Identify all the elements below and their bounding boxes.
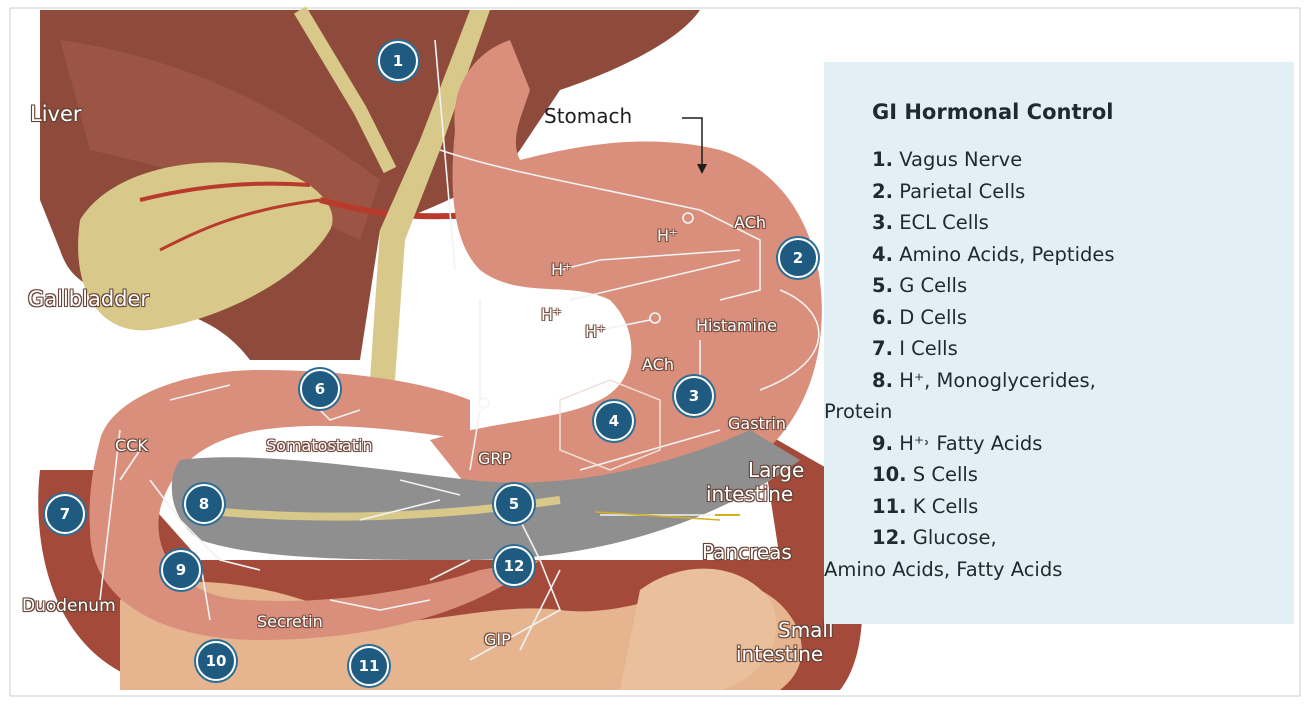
label-duodenum: Duodenum bbox=[22, 596, 116, 616]
legend-item-continuation: Amino Acids, Fatty Acids bbox=[824, 554, 1292, 586]
legend-item-8: 8. H⁺, Monoglycerides,Protein bbox=[872, 365, 1292, 428]
badge-5: 5 bbox=[494, 484, 534, 524]
legend-item-number: 7. bbox=[872, 337, 893, 360]
label-large-intestine-line2: intestine bbox=[706, 482, 793, 506]
label-h-plus-2: H⁺ bbox=[551, 260, 571, 279]
label-somatostatin: Somatostatin bbox=[266, 436, 373, 455]
legend-item-number: 6. bbox=[872, 306, 893, 329]
legend-item-text: D Cells bbox=[899, 306, 967, 329]
legend-item-text: K Cells bbox=[913, 495, 979, 518]
legend-item-3: 3. ECL Cells bbox=[872, 207, 1292, 239]
label-ach-bottom: ACh bbox=[642, 355, 674, 374]
legend-item-9: 9. H⁺˒ Fatty Acids bbox=[872, 428, 1292, 460]
legend-item-number: 4. bbox=[872, 243, 893, 266]
legend-item-number: 12. bbox=[872, 526, 907, 549]
legend-panel: GI Hormonal Control 1. Vagus Nerve 2. Pa… bbox=[824, 62, 1294, 624]
legend-item-number: 1. bbox=[872, 148, 893, 171]
legend-list: 1. Vagus Nerve 2. Parietal Cells 3. ECL … bbox=[872, 144, 1292, 585]
label-gip: GIP bbox=[484, 630, 511, 649]
label-h-plus-4: H⁺ bbox=[585, 322, 605, 341]
legend-item-text: Amino Acids, Peptides bbox=[899, 243, 1114, 266]
badge-11: 11 bbox=[349, 646, 389, 686]
legend-item-text: ECL Cells bbox=[899, 211, 989, 234]
badge-3: 3 bbox=[674, 376, 714, 416]
label-h-plus-3: H⁺ bbox=[541, 305, 561, 324]
label-cck: CCK bbox=[115, 436, 148, 455]
legend-item-6: 6. D Cells bbox=[872, 302, 1292, 334]
legend-item-text: I Cells bbox=[899, 337, 958, 360]
legend-item-number: 5. bbox=[872, 274, 893, 297]
badge-6: 6 bbox=[300, 369, 340, 409]
legend-item-number: 8. bbox=[872, 369, 893, 392]
label-secretin: Secretin bbox=[257, 612, 323, 631]
legend-item-4: 4. Amino Acids, Peptides bbox=[872, 239, 1292, 271]
badge-2: 2 bbox=[778, 238, 818, 278]
legend-item-12: 12. Glucose,Amino Acids, Fatty Acids bbox=[872, 522, 1292, 585]
legend-item-10: 10. S Cells bbox=[872, 459, 1292, 491]
legend-item-number: 9. bbox=[872, 432, 893, 455]
legend-item-number: 3. bbox=[872, 211, 893, 234]
label-h-plus-1: H⁺ bbox=[657, 226, 677, 245]
legend-item-continuation: Protein bbox=[824, 396, 1292, 428]
legend-item-text: Vagus Nerve bbox=[899, 148, 1022, 171]
legend-item-11: 11. K Cells bbox=[872, 491, 1292, 523]
badge-8: 8 bbox=[184, 484, 224, 524]
label-small-intestine-line2: intestine bbox=[736, 642, 823, 666]
legend-item-text: H⁺˒ Fatty Acids bbox=[899, 432, 1042, 455]
label-large-intestine-line1: Large bbox=[748, 458, 804, 482]
label-grp: GRP bbox=[478, 449, 511, 468]
legend-item-text: H⁺, Monoglycerides, bbox=[899, 369, 1096, 392]
label-histamine: Histamine bbox=[696, 316, 777, 335]
badge-4: 4 bbox=[594, 401, 634, 441]
legend-item-text: S Cells bbox=[913, 463, 978, 486]
legend-item-number: 2. bbox=[872, 180, 893, 203]
label-stomach: Stomach bbox=[544, 104, 632, 128]
legend-title: GI Hormonal Control bbox=[872, 100, 1113, 124]
legend-item-text: Parietal Cells bbox=[899, 180, 1025, 203]
legend-item-text: G Cells bbox=[899, 274, 967, 297]
badge-9: 9 bbox=[161, 550, 201, 590]
stomach-pointer-icon bbox=[680, 112, 710, 176]
label-gallbladder: Gallbladder bbox=[28, 287, 149, 311]
label-liver: Liver bbox=[30, 102, 82, 126]
legend-item-7: 7. I Cells bbox=[872, 333, 1292, 365]
badge-1: 1 bbox=[378, 41, 418, 81]
badge-12: 12 bbox=[494, 546, 534, 586]
legend-item-text: Glucose, bbox=[913, 526, 997, 549]
label-ach-top: ACh bbox=[734, 213, 766, 232]
legend-item-5: 5. G Cells bbox=[872, 270, 1292, 302]
legend-item-2: 2. Parietal Cells bbox=[872, 176, 1292, 208]
badge-7: 7 bbox=[45, 494, 85, 534]
badge-10: 10 bbox=[196, 641, 236, 681]
legend-item-1: 1. Vagus Nerve bbox=[872, 144, 1292, 176]
label-gastrin: Gastrin bbox=[728, 414, 786, 433]
label-pancreas: Pancreas bbox=[702, 540, 792, 564]
legend-item-number: 11. bbox=[872, 495, 907, 518]
legend-item-number: 10. bbox=[872, 463, 907, 486]
